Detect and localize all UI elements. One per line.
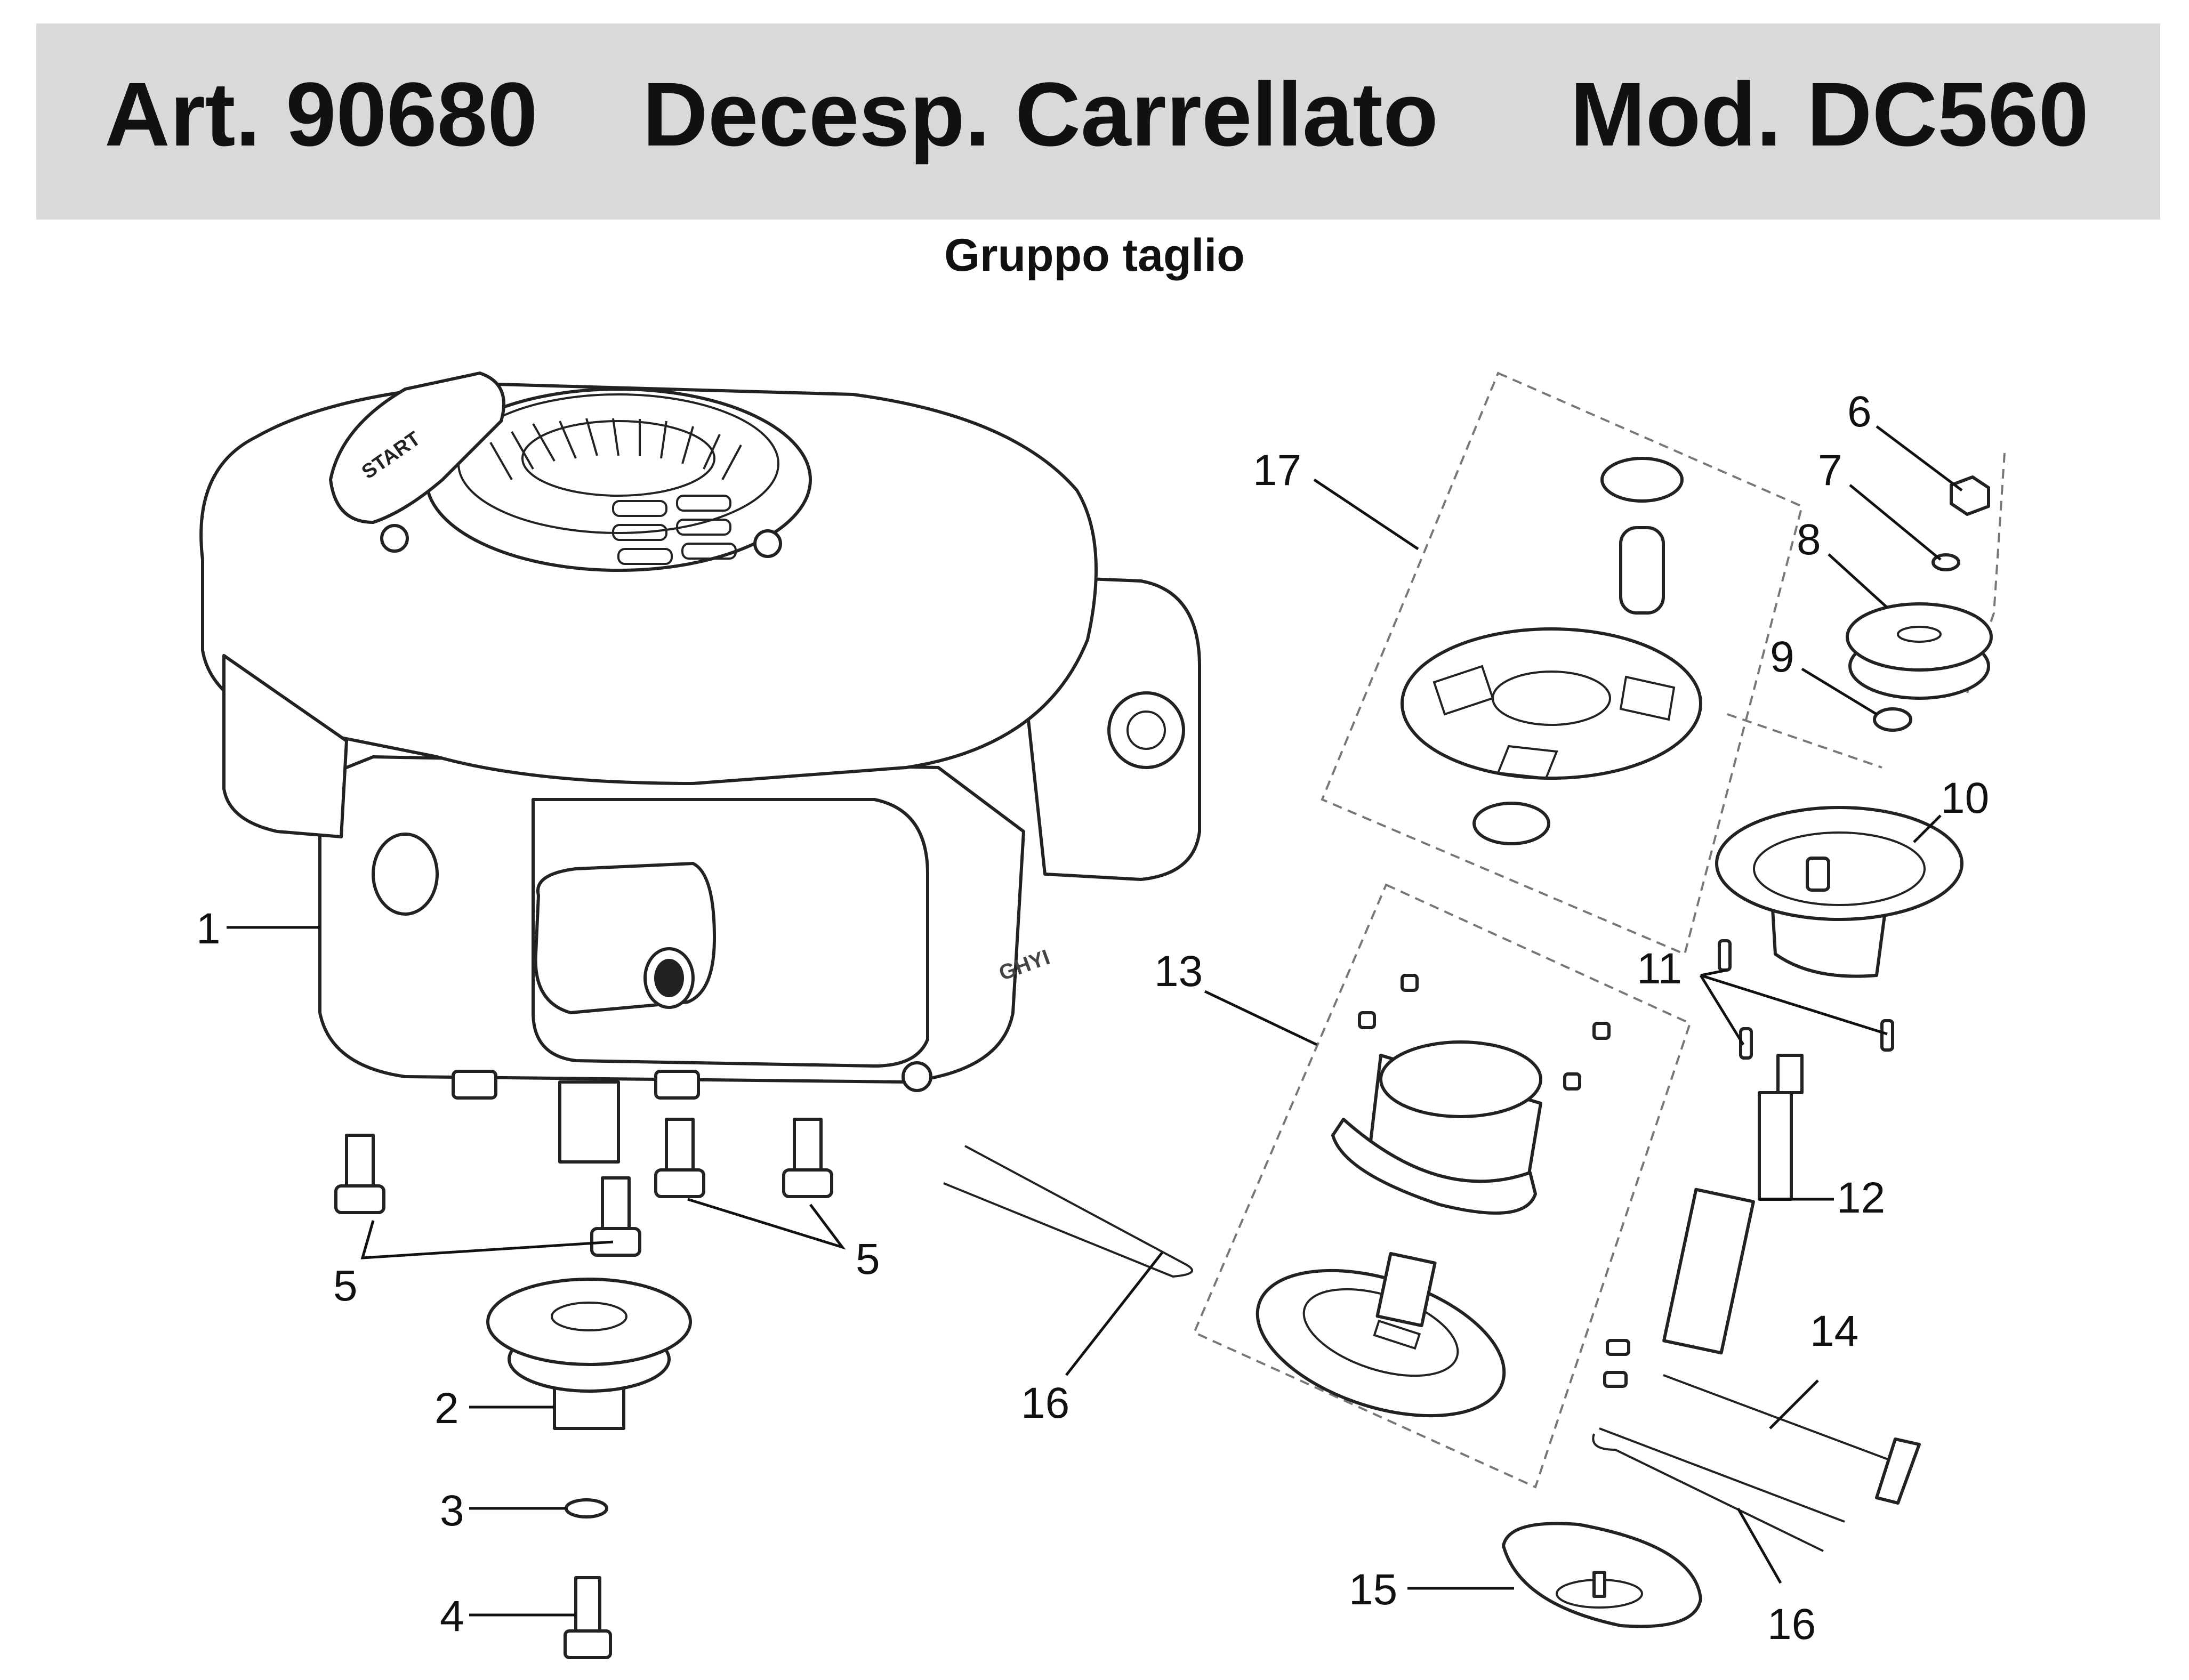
drum-part-13 — [1256, 974, 1611, 1418]
group-13-outline — [1193, 883, 1692, 1489]
callout-7: 7 — [1818, 446, 1842, 495]
tool-part-14 — [1603, 1339, 1921, 1505]
cap-part-15 — [1502, 1522, 1702, 1628]
pulley-part-8 — [1846, 602, 1993, 700]
callout-16-left: 16 — [1021, 1379, 1069, 1427]
callout-2: 2 — [434, 1384, 459, 1433]
callout-6: 6 — [1847, 387, 1872, 436]
callout-17: 17 — [1253, 446, 1301, 495]
callout-12: 12 — [1837, 1174, 1885, 1222]
nut-part-6 — [1950, 475, 1990, 516]
product-description: Decesp. Carrellato — [642, 64, 1438, 165]
housing-part-10 — [1715, 806, 1963, 978]
diagram-subtitle: Gruppo taglio — [944, 230, 1245, 281]
callout-5-right: 5 — [856, 1235, 880, 1283]
callout-leaders — [227, 425, 1963, 1617]
callout-10: 10 — [1941, 774, 1989, 822]
shaft-part-12 — [1662, 1054, 1804, 1355]
callout-11: 11 — [1637, 944, 1682, 993]
bolt-part-4 — [564, 1576, 612, 1659]
callout-4: 4 — [440, 1592, 464, 1641]
article-number: Art. 90680 — [104, 64, 538, 165]
hub-part-17 — [1401, 457, 1702, 845]
model-number: Mod. DC560 — [1570, 64, 2089, 165]
callout-8: 8 — [1797, 515, 1821, 564]
callout-1: 1 — [196, 904, 221, 953]
spacer-part-9 — [1873, 707, 1912, 732]
pulley-part-2 — [486, 1278, 692, 1430]
dashed-link-a — [1727, 713, 1882, 769]
callout-13: 13 — [1154, 947, 1203, 996]
callout-3: 3 — [440, 1487, 464, 1535]
callout-16-right: 16 — [1767, 1600, 1816, 1649]
engine-part-1: START GHYI — [199, 371, 1201, 1164]
trimmer-line-part-16 — [943, 1145, 1845, 1552]
callout-9: 9 — [1770, 633, 1794, 681]
washer-part-3 — [565, 1498, 608, 1519]
callout-5-left: 5 — [333, 1262, 358, 1310]
bolt-part-5 — [334, 1118, 833, 1257]
callout-15: 15 — [1349, 1565, 1397, 1614]
callout-14: 14 — [1810, 1307, 1858, 1355]
header-band — [36, 23, 2160, 220]
